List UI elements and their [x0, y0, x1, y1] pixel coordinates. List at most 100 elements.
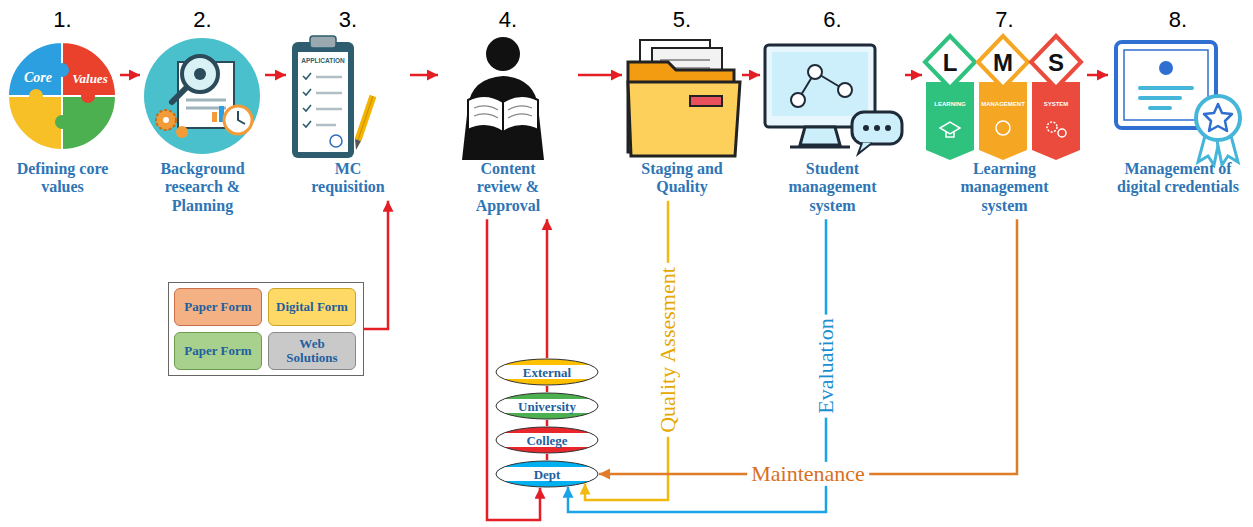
- lms-icon-part: [996, 121, 1010, 135]
- student-system-icon-part: [800, 127, 840, 145]
- ellipse-fill: [496, 359, 598, 385]
- step-caption: Learning management system: [940, 160, 1070, 215]
- form-option: Web Solutions: [268, 332, 356, 370]
- puzzle-icon-part: [81, 89, 95, 103]
- flow-arrow: [546, 420, 549, 426]
- research-icon: [144, 38, 260, 154]
- step-number: 2.: [140, 5, 265, 35]
- process-step: 4. Content review & Approval: [438, 5, 578, 219]
- ellipse-border: [496, 359, 598, 385]
- approval-level: College: [495, 426, 599, 454]
- research-icon-part: [163, 117, 169, 123]
- research-icon-part: [176, 126, 188, 138]
- reader-icon-part: [462, 76, 544, 160]
- student-system-icon-part: [863, 125, 869, 131]
- lms-icon-part: [926, 82, 974, 160]
- level-label: External: [523, 366, 571, 379]
- step-number: 8.: [1108, 5, 1248, 35]
- ellipse-border: [496, 393, 598, 419]
- student-system-icon-part: [838, 83, 852, 97]
- lms-icon: [925, 36, 1081, 160]
- student-system-icon-part: [858, 143, 872, 154]
- step-caption: Defining core values: [8, 160, 118, 197]
- credential-icon-part: [1196, 96, 1240, 140]
- flow-arrow: [742, 74, 760, 77]
- reader-icon-part: [486, 37, 520, 71]
- application-form-icon-part: [355, 139, 361, 150]
- application-form-icon-part: [316, 77, 342, 125]
- student-system-icon-part: [885, 125, 891, 131]
- reader-icon: [462, 37, 544, 160]
- process-step: 5.Staging and Quality: [622, 5, 742, 201]
- lms-icon-part: [1031, 36, 1081, 88]
- level-label: Dept: [534, 468, 561, 481]
- reader-icon-part: [468, 96, 538, 132]
- credential-icon-part: [1140, 88, 1192, 108]
- research-icon-part: [224, 106, 252, 134]
- flow-arrow: [265, 74, 286, 77]
- research-icon-part: [212, 112, 217, 122]
- ellipse-band: [495, 433, 599, 447]
- ellipse-border: [496, 461, 598, 487]
- step-number: 1.: [5, 5, 120, 35]
- ellipse-band: [495, 399, 599, 413]
- flow-arrow: [364, 201, 388, 329]
- puzzle-icon: [8, 42, 116, 150]
- research-icon-part: [144, 38, 260, 154]
- lms-icon-part: [979, 82, 1027, 160]
- flow-arrow: [1087, 74, 1108, 77]
- option-label: Paper Form: [184, 344, 251, 358]
- puzzle-icon-part: [55, 115, 69, 129]
- ellipse-fill: [496, 427, 598, 453]
- edge-label: Evaluation: [814, 314, 838, 417]
- credential-icon-part: [1204, 104, 1232, 131]
- form-option: Digital Form: [268, 288, 356, 326]
- flow-arrow: [120, 74, 140, 77]
- research-icon-part: [238, 111, 245, 124]
- application-form-icon-part: [330, 135, 342, 147]
- flow-arrow: [578, 74, 622, 77]
- level-label: University: [518, 400, 576, 413]
- student-system-icon: [765, 45, 902, 154]
- flow-arrow: [599, 219, 1017, 474]
- step-number: 6.: [760, 5, 905, 35]
- puzzle-icon-part: [29, 89, 43, 103]
- edge-label: Quality Assesment: [656, 264, 680, 438]
- approval-level: External: [495, 358, 599, 386]
- process-step: 2.Background research & Planning: [140, 5, 265, 219]
- step-caption: Content review & Approval: [463, 160, 553, 215]
- approval-level: Dept: [495, 460, 599, 488]
- ellipse-fill: [496, 461, 598, 487]
- research-icon-part: [194, 68, 206, 80]
- research-icon-part: [156, 110, 176, 130]
- process-step: 7. Learning management system: [922, 5, 1087, 219]
- step-number: 7.: [922, 5, 1087, 35]
- folder-icon: [628, 40, 740, 156]
- folder-icon-part: [690, 96, 722, 106]
- option-label: Digital Form: [276, 300, 348, 314]
- reader-icon-part: [502, 102, 504, 132]
- form-options-box: Paper FormDigital FormPaper FormWeb Solu…: [168, 282, 364, 376]
- flow-arrow: [546, 219, 549, 358]
- form-option: Paper Form: [174, 332, 262, 370]
- ellipse-border: [496, 427, 598, 453]
- step-caption: Staging and Quality: [626, 160, 738, 197]
- student-system-icon-part: [790, 146, 850, 149]
- credential-icon-part: [1124, 50, 1208, 120]
- approval-level: University: [495, 392, 599, 420]
- reader-icon-part: [474, 106, 532, 118]
- folder-icon-part: [628, 82, 740, 156]
- option-label: Paper Form: [184, 300, 251, 314]
- step-number: 4.: [438, 5, 578, 35]
- step-caption: Management of digital credentials: [1116, 160, 1241, 197]
- level-label: College: [526, 434, 567, 447]
- puzzle-icon-part: [8, 42, 62, 96]
- ellipse-band: [495, 365, 599, 379]
- application-form-icon-part: [310, 36, 336, 48]
- puzzle-icon-part: [62, 42, 116, 96]
- application-form-icon-part: [358, 96, 373, 140]
- puzzle-icon-part: [62, 96, 116, 150]
- flow-arrow: [546, 386, 549, 392]
